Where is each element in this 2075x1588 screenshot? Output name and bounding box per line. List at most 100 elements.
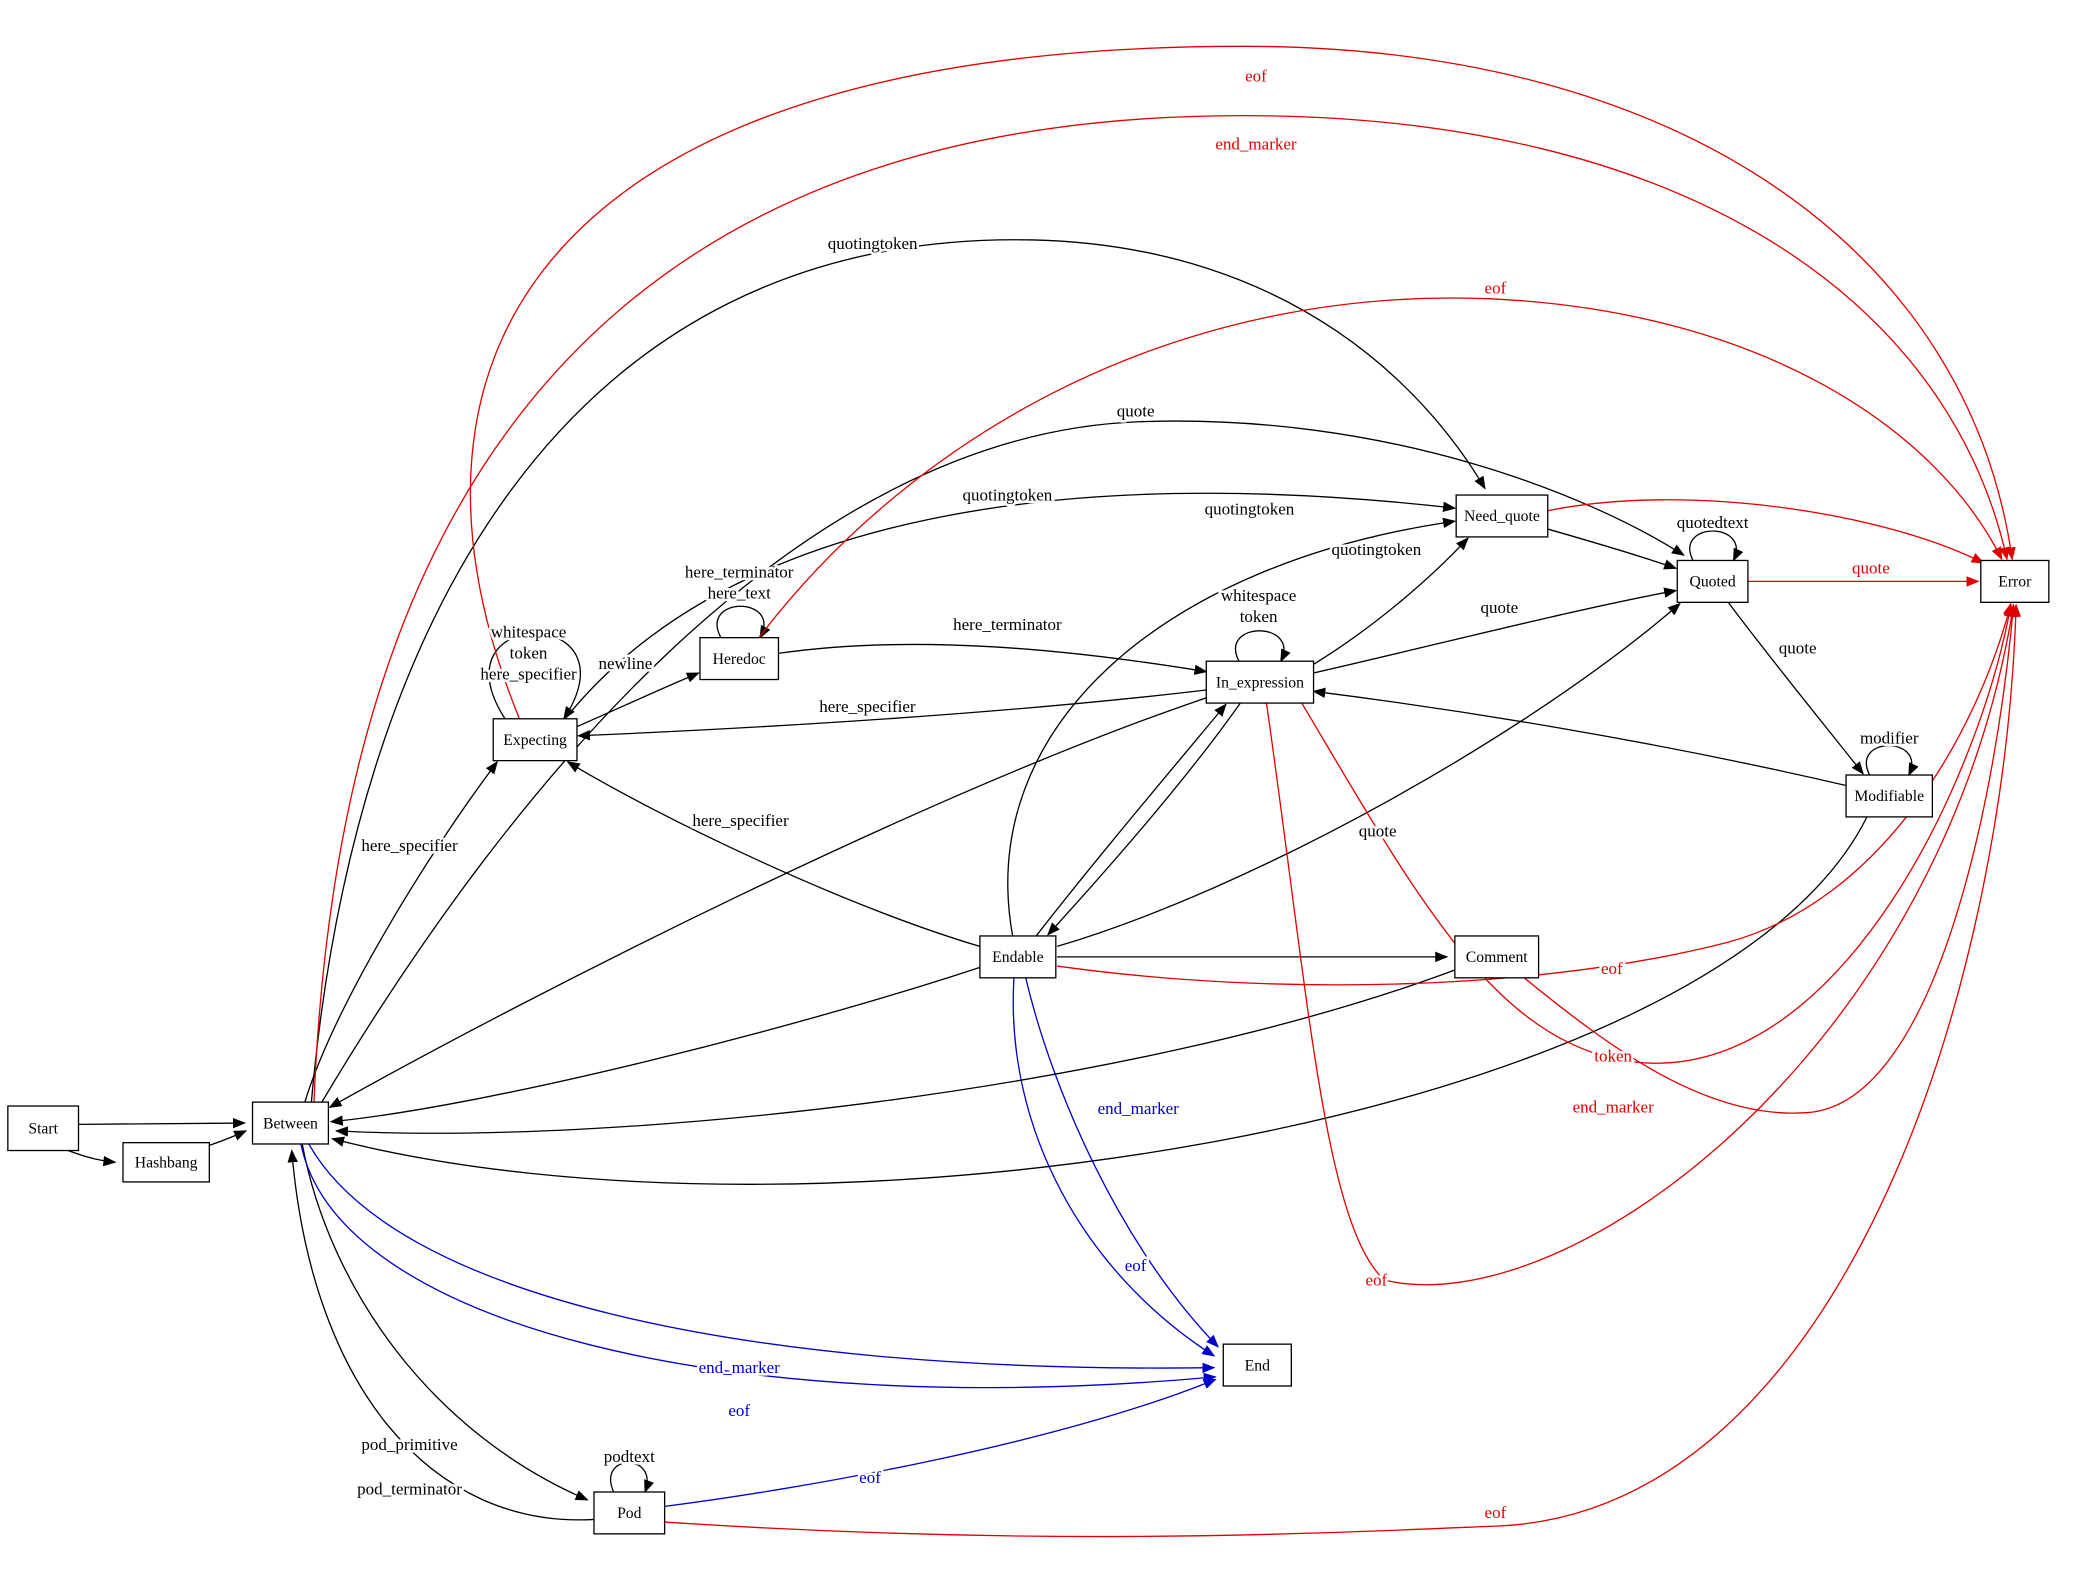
node-label-Pod: Pod bbox=[617, 1505, 642, 1522]
node-box-Start bbox=[7, 1105, 80, 1152]
edge-label-Pod-End: eof bbox=[859, 1468, 881, 1487]
edge-Pod-Between bbox=[287, 1149, 595, 1521]
edge-Expecting-Error bbox=[469, 45, 2016, 720]
node-label-Endable: Endable bbox=[992, 949, 1043, 966]
node-Heredoc: Heredoc bbox=[699, 637, 780, 681]
edge-Start-Hashbang bbox=[67, 1149, 117, 1167]
edge-Modifiable-In_expression bbox=[1312, 687, 1847, 787]
edge-label-Endable-End: eof bbox=[1125, 1256, 1147, 1275]
edge-Between-Need_quote bbox=[310, 239, 1486, 1103]
edge-In_expression-Error bbox=[1301, 603, 2014, 1064]
edge-label-Expecting-Error: eof bbox=[1245, 67, 1267, 86]
edge-label-In_expression-Quoted: quote bbox=[1480, 598, 1518, 617]
edge-Need_quote-Quoted bbox=[1547, 528, 1678, 570]
edge-label-Modifiable-Modifiable: modifier bbox=[1860, 729, 1919, 748]
edge-Modifiable-Modifiable bbox=[1866, 745, 1919, 777]
edge-Quoted-Modifiable bbox=[1727, 601, 1864, 775]
edge-Between-Pod bbox=[301, 1143, 589, 1501]
edges-layer bbox=[67, 45, 2021, 1538]
node-label-Start: Start bbox=[28, 1121, 58, 1138]
edge-Between-End bbox=[308, 1143, 1216, 1374]
node-box-Quoted bbox=[1676, 559, 1749, 603]
edge-Expecting-Need_quote bbox=[564, 492, 1457, 720]
edge-Between-Error bbox=[313, 114, 2010, 1103]
node-Between: Between bbox=[251, 1101, 330, 1145]
edge-label-Quoted-Error: quote bbox=[1852, 559, 1890, 578]
node-box-Comment bbox=[1454, 935, 1540, 979]
node-box-Hashbang bbox=[122, 1142, 210, 1183]
edge-label-Pod-Between: pod_terminator bbox=[357, 1480, 462, 1499]
edge-Endable-End bbox=[1012, 977, 1216, 1357]
edge-Start-Between bbox=[78, 1117, 246, 1129]
edge-Need_quote-Error bbox=[1547, 499, 1985, 564]
edge-label-Between-Need_quote: quotingtoken bbox=[828, 234, 918, 253]
node-Need_quote: Need_quote bbox=[1455, 494, 1549, 538]
edge-Between-Quoted bbox=[321, 420, 1685, 1103]
edge-Heredoc-Error bbox=[758, 297, 2003, 639]
edge-label-In_expression-Error: token bbox=[1594, 1047, 1632, 1066]
edge-Pod-Pod bbox=[610, 1462, 654, 1494]
node-In_expression: In_expression bbox=[1205, 660, 1315, 704]
edge-Endable-End bbox=[1025, 977, 1219, 1348]
edge-label-Heredoc-In_expression: here_terminator bbox=[953, 615, 1062, 634]
edge-label-Endable-Need_quote: quotingtoken bbox=[963, 485, 1053, 504]
edge-Endable-Need_quote bbox=[1007, 517, 1457, 937]
node-Pod: Pod bbox=[593, 1491, 666, 1535]
edge-label-Comment-Error: end_marker bbox=[1573, 1098, 1655, 1117]
node-Comment: Comment bbox=[1454, 935, 1540, 979]
edge-Expecting-Heredoc bbox=[576, 672, 700, 728]
node-Endable: Endable bbox=[979, 935, 1057, 979]
node-Modifiable: Modifiable bbox=[1845, 774, 1934, 818]
node-Expecting: Expecting bbox=[492, 718, 578, 762]
edge-Between-Expecting bbox=[304, 760, 498, 1103]
edge-label-Pod-Error: eof bbox=[1485, 1503, 1507, 1522]
node-End: End bbox=[1222, 1343, 1292, 1387]
edge-In_expression-Expecting bbox=[576, 689, 1207, 741]
node-Hashbang: Hashbang bbox=[122, 1142, 210, 1183]
edge-Modifiable-Between bbox=[331, 816, 1868, 1185]
edge-label-Between-Pod: pod_primitive bbox=[361, 1435, 457, 1454]
edge-In_expression-Quoted bbox=[1313, 587, 1678, 674]
edge-label-Quoted-Modifiable: quote bbox=[1779, 638, 1817, 657]
edge-In_expression-Between bbox=[328, 697, 1207, 1108]
node-label-Heredoc: Heredoc bbox=[713, 651, 766, 668]
edge-Endable-In_expression bbox=[1035, 703, 1227, 937]
edge-In_expression-In_expression bbox=[1235, 630, 1291, 663]
node-Start: Start bbox=[7, 1105, 80, 1152]
edge-Endable-Error bbox=[1057, 602, 2014, 986]
edge-In_expression-Need_quote bbox=[1311, 537, 1469, 666]
edge-label-Endable-End: end_marker bbox=[1098, 1099, 1180, 1118]
node-box-Heredoc bbox=[699, 637, 780, 681]
edge-Heredoc-Heredoc bbox=[716, 605, 771, 639]
edge-label-Heredoc-Error: eof bbox=[1485, 279, 1507, 298]
edge-Quoted-Quoted bbox=[1689, 530, 1744, 562]
edge-Hashbang-Between bbox=[205, 1130, 248, 1148]
edge-Comment-Error bbox=[1523, 603, 2018, 1114]
edge-Endable-Between bbox=[329, 966, 981, 1126]
node-box-Pod bbox=[593, 1491, 666, 1535]
edge-Comment-Between bbox=[334, 969, 1456, 1137]
node-box-Expecting bbox=[492, 718, 578, 762]
edge-label-In_expression-Error: eof bbox=[1365, 1270, 1387, 1289]
edge-label-Expecting-Need_quote: quotingtoken bbox=[1205, 500, 1295, 519]
node-label-In_expression: In_expression bbox=[1216, 674, 1304, 691]
node-box-End bbox=[1222, 1343, 1292, 1387]
edge-Endable-Quoted bbox=[1056, 602, 1681, 948]
edge-labels-layer: here_specifier quotingtoken quote pod_primi… bbox=[354, 64, 1921, 1525]
edge-Heredoc-In_expression bbox=[778, 643, 1208, 675]
edge-Pod-Error bbox=[664, 603, 2021, 1538]
edge-Pod-End bbox=[664, 1378, 1217, 1508]
edge-label-In_expression-Expecting: here_specifier bbox=[819, 697, 916, 716]
node-label-Need_quote: Need_quote bbox=[1464, 508, 1540, 525]
node-label-Expecting: Expecting bbox=[503, 732, 567, 749]
edge-label-Endable-Quoted: quote bbox=[1359, 822, 1397, 841]
node-box-Modifiable bbox=[1845, 774, 1934, 818]
edge-Expecting-Expecting bbox=[488, 632, 581, 720]
edge-label-Between-End: eof bbox=[728, 1401, 750, 1420]
node-box-Error bbox=[1980, 559, 2050, 603]
node-box-Between bbox=[251, 1101, 330, 1145]
